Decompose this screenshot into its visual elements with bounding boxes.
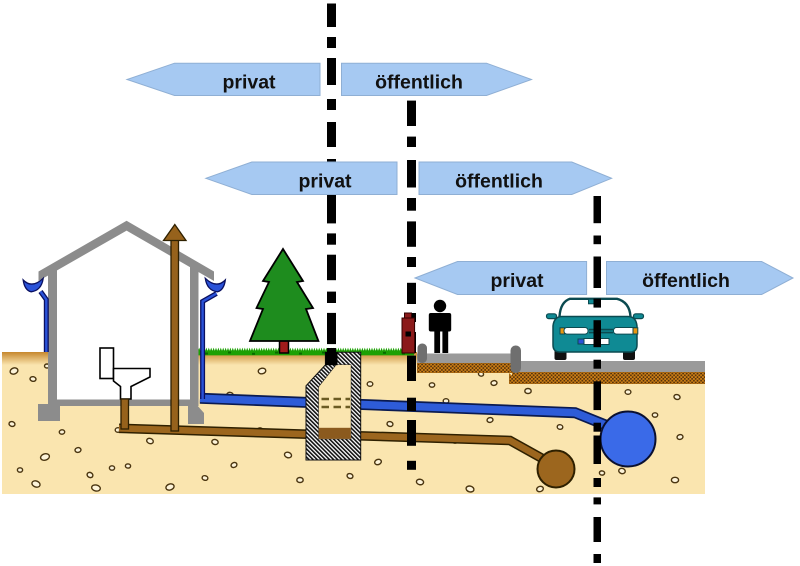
svg-text:öffentlich: öffentlich: [455, 170, 543, 192]
svg-text:privat: privat: [222, 71, 276, 93]
svg-text:öffentlich: öffentlich: [642, 270, 730, 292]
svg-text:privat: privat: [298, 170, 352, 192]
svg-text:öffentlich: öffentlich: [375, 71, 463, 93]
svg-text:privat: privat: [490, 270, 544, 292]
